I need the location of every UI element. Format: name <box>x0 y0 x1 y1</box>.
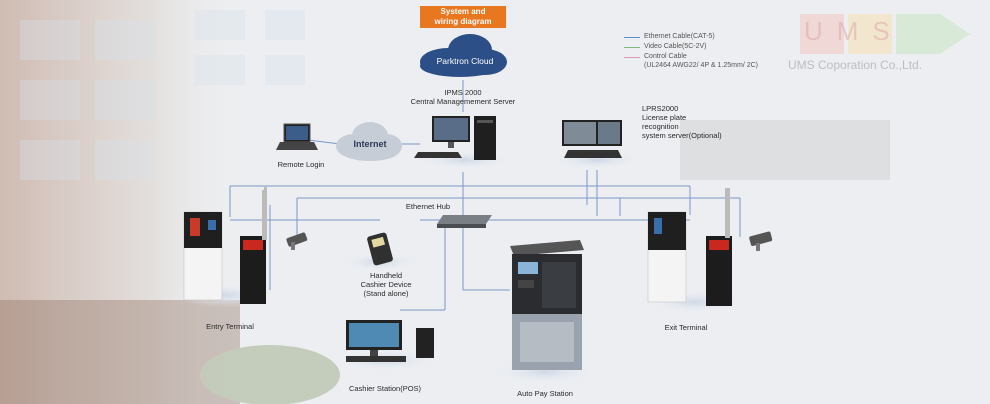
entry-camera-icon <box>286 232 308 250</box>
ums-logo-blocks <box>800 14 970 54</box>
laptop-icon <box>276 123 318 150</box>
exit-camera-icon <box>749 231 773 251</box>
exit-terminal-icon <box>647 188 732 306</box>
legend-control-label: Control Cable <box>644 53 687 60</box>
background-right-sign <box>680 120 890 180</box>
internet-label: Internet <box>353 139 387 149</box>
legend-video-label: Video Cable(5C-2V) <box>644 43 707 50</box>
lprs-label-line3: recognition <box>642 122 679 131</box>
lprs-server-icon <box>562 120 622 158</box>
cashier-pos-icon <box>346 320 434 362</box>
handheld-label-line2: Cashier Device <box>360 280 412 289</box>
legend-ethernet-swatch <box>624 37 640 38</box>
entry-terminal-icon <box>183 186 267 304</box>
ethernet-hub-label: Ethernet Hub <box>405 202 451 211</box>
internet-cloud-icon <box>336 122 402 161</box>
ums-company-name: UMS Coporation Co.,Ltd. <box>788 58 923 72</box>
ipms-label-line2: Central Managemement Server <box>410 97 516 106</box>
handheld-label-line1: Handheld <box>369 271 403 280</box>
legend-control-swatch <box>624 57 640 58</box>
ipms-server-icon <box>414 116 496 160</box>
auto-pay-station-label: Auto Pay Station <box>517 389 573 398</box>
parktron-cloud-icon <box>420 34 507 77</box>
handheld-cashier-icon <box>367 232 393 266</box>
auto-pay-station-icon <box>510 240 584 370</box>
parktron-cloud-label: Parktron Cloud <box>436 56 494 66</box>
background-windows <box>0 10 340 404</box>
handheld-label-line3: (Stand alone) <box>363 289 409 298</box>
lprs-label-line2: License plate <box>642 113 687 122</box>
entry-terminal-label: Entry Terminal <box>206 322 254 331</box>
cashier-station-label: Cashier Station(POS) <box>348 384 422 393</box>
legend-control-spec: (UL2464 AWG22/ 4P & 1.25mm/ 2C) <box>644 62 758 69</box>
legend-video-swatch <box>624 47 640 48</box>
ethernet-hub-icon <box>437 215 492 228</box>
ums-logo-letters: UMS <box>804 16 904 46</box>
remote-login-label: Remote Login <box>277 160 325 169</box>
exit-terminal-label: Exit Terminal <box>664 323 708 332</box>
lprs-label-line1: LPRS2000 <box>642 104 679 113</box>
legend-ethernet-label: Ethernet Cable(CAT-5) <box>644 33 715 40</box>
ipms-label-line1: IPMS 2000 <box>444 88 482 97</box>
lprs-label-line4: system server(Optional) <box>642 131 722 140</box>
